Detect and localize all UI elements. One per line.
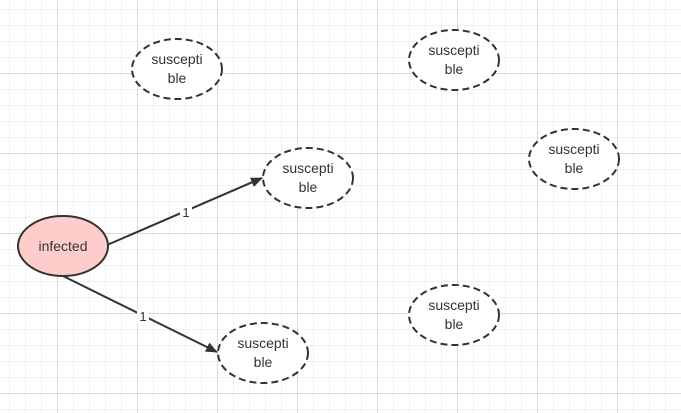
node-susceptible[interactable]: suscepti ble xyxy=(262,147,354,209)
node-label-line1: suscepti xyxy=(548,141,599,157)
edge-label: 1 xyxy=(139,309,146,324)
edge-infected-to-s6[interactable]: 1 xyxy=(62,275,218,353)
node-label-line2: ble xyxy=(445,61,464,77)
node-label-line1: suscepti xyxy=(282,160,333,176)
edge-infected-to-s3[interactable]: 1 xyxy=(106,177,263,246)
node-susceptible[interactable]: suscepti ble xyxy=(408,284,500,346)
node-susceptible[interactable]: suscepti ble xyxy=(528,128,620,190)
node-label-line1: suscepti xyxy=(151,51,202,67)
node-label-line2: ble xyxy=(299,179,318,195)
node-label-line2: ble xyxy=(168,70,187,86)
node-label-line1: suscepti xyxy=(428,297,479,313)
node-susceptible[interactable]: suscepti ble xyxy=(131,38,223,100)
node-infected[interactable]: infected xyxy=(17,215,109,277)
node-label-line2: ble xyxy=(445,316,464,332)
node-label-line2: ble xyxy=(565,160,584,176)
node-susceptible[interactable]: suscepti ble xyxy=(408,29,500,91)
node-susceptible[interactable]: suscepti ble xyxy=(217,322,309,384)
node-label-line2: ble xyxy=(254,354,273,370)
node-label-line1: suscepti xyxy=(237,335,288,351)
node-label: infected xyxy=(38,238,87,254)
node-label-line1: suscepti xyxy=(428,42,479,58)
edge-label: 1 xyxy=(182,205,189,220)
